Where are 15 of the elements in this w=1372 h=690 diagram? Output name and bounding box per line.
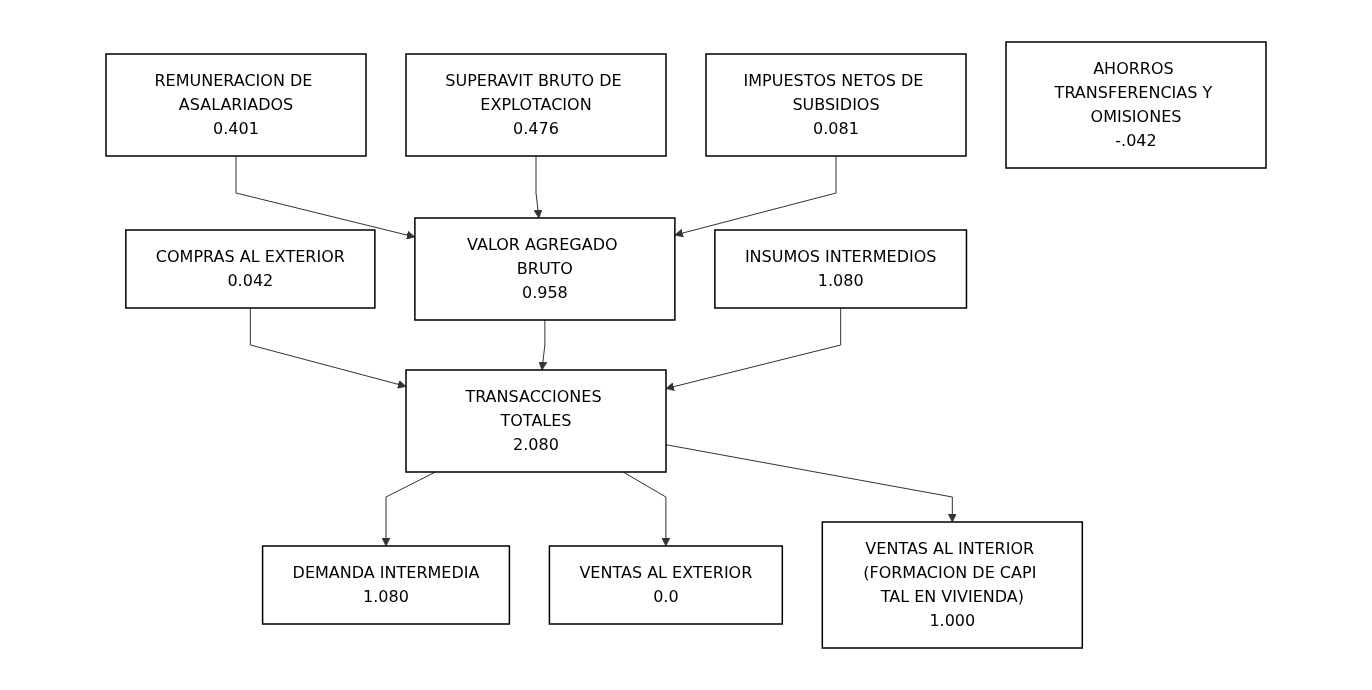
node-box: DEMANDA INTERMEDIA 1.080 xyxy=(261,545,511,625)
node-box: REMUNERACION DE ASALARIADOS 0.401 xyxy=(105,53,367,157)
node-box: COMPRAS AL EXTERIOR 0.042 xyxy=(125,229,376,309)
node-box: VENTAS AL EXTERIOR 0.0 xyxy=(548,545,784,625)
node-box: IMPUESTOS NETOS DE SUBSIDIOS 0.081 xyxy=(705,53,967,157)
node-box: AHORROS TRANSFERENCIAS Y OMISIONES -.042 xyxy=(1005,41,1267,169)
arrow xyxy=(533,155,543,219)
arrow xyxy=(674,155,837,238)
node-box: VENTAS AL INTERIOR (FORMACION DE CAPI TAL EN VIVIENDA) 1.000 xyxy=(821,521,1084,649)
node-box: TRANSACCIONES TOTALES 2.080 xyxy=(405,369,667,473)
node-box: SUPERAVIT BRUTO DE EXPLOTACION 0.476 xyxy=(405,53,667,157)
arrow xyxy=(249,307,407,389)
arrow xyxy=(538,319,548,371)
node-box: INSUMOS INTERMEDIOS 1.080 xyxy=(714,229,968,309)
node-box: VALOR AGREGADO BRUTO 0.958 xyxy=(414,217,676,321)
